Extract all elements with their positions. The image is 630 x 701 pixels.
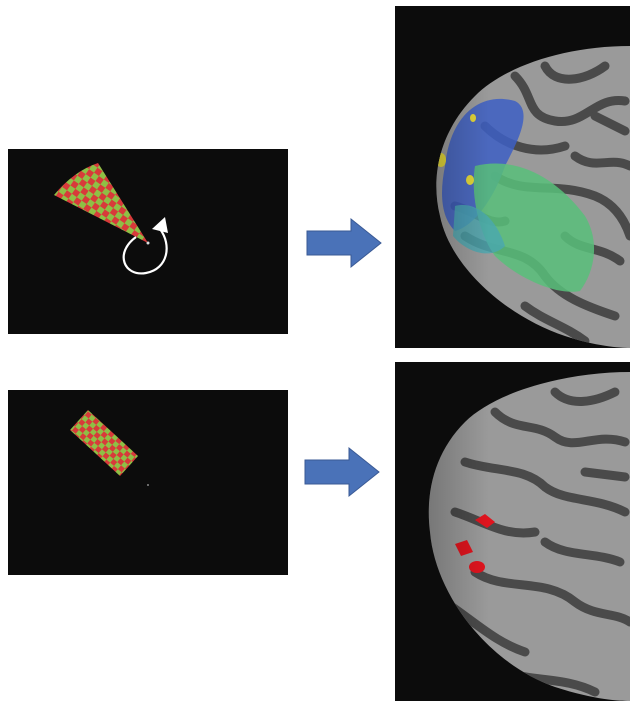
wedge-stimulus-image [8, 149, 288, 334]
rotation-arrowhead-icon [152, 217, 168, 233]
fixation-dot [147, 242, 150, 245]
rotation-arrow-icon [124, 229, 167, 273]
activation-cortex-map [395, 362, 630, 701]
rectangle-stimulus-image [8, 390, 288, 575]
cortex-surface [395, 6, 630, 348]
checkerboard-wedge [54, 163, 148, 243]
right-arrow-icon [305, 217, 383, 269]
right-arrow-icon [303, 446, 381, 498]
fixation-dot [147, 484, 149, 486]
polar-angle-cortex-map [395, 6, 630, 348]
wedge-stimulus-panel [8, 149, 288, 334]
checkerboard-rectangle [70, 410, 138, 476]
rectangle-stimulus-panel [8, 390, 288, 575]
cortex-surface [395, 362, 630, 701]
